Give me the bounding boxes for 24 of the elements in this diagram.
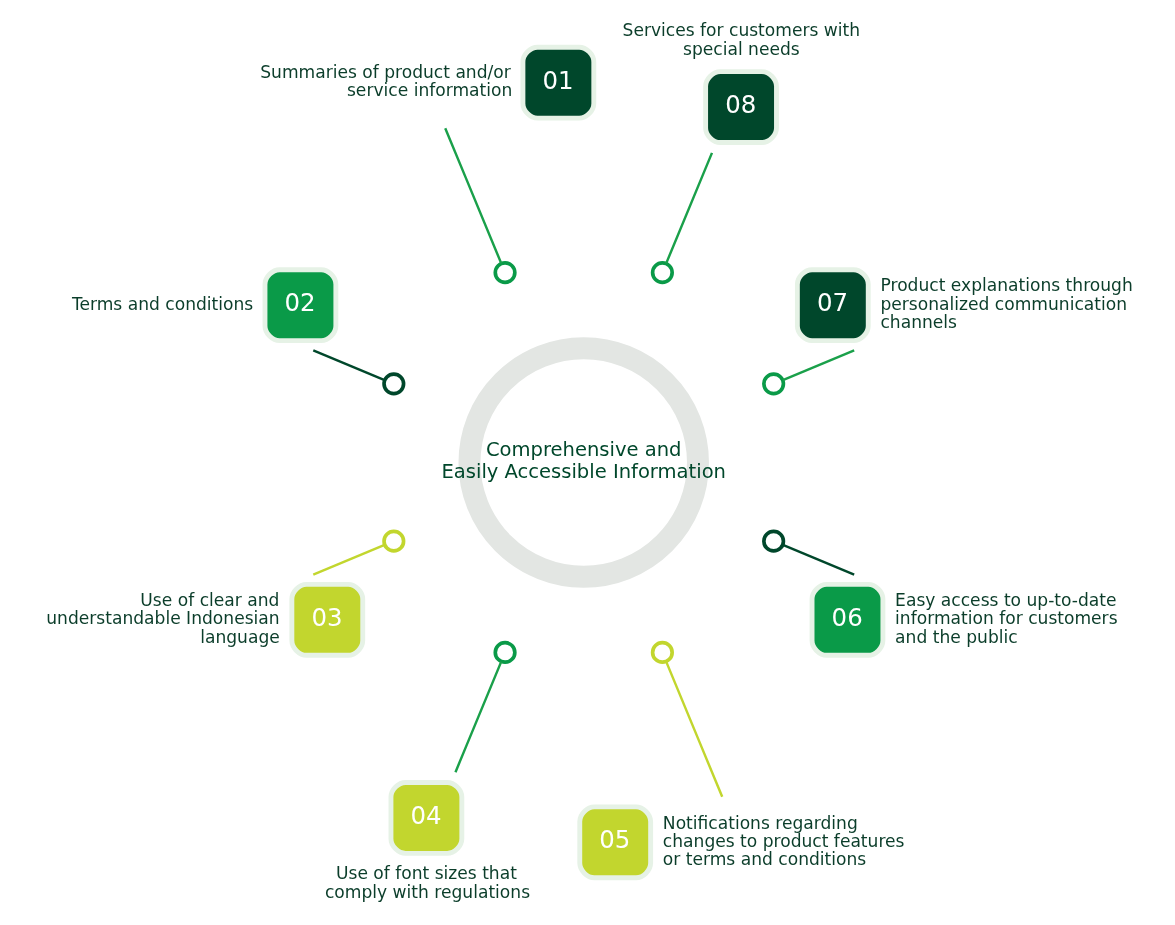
node-circle	[492, 640, 517, 665]
node-label: Services for customers with special needs	[622, 20, 860, 59]
connector	[312, 349, 385, 382]
connector	[664, 661, 723, 798]
node-circle	[381, 529, 405, 553]
connector	[312, 543, 385, 576]
node-label: Summaries of product and/or service information	[259, 62, 512, 101]
node-label: Terms and conditions	[71, 293, 253, 314]
node-label: Use of clear and understandable Indonesian language	[45, 590, 280, 647]
connector	[664, 152, 713, 264]
node-circle	[650, 260, 674, 285]
node-circle	[761, 529, 785, 553]
node-label: Product explanations through personalized communication channels	[879, 275, 1133, 333]
connector	[781, 349, 855, 382]
node-label: Easy access to up-to-date information for customers and the public	[894, 590, 1118, 647]
node-label: Use of font sizes that comply with regulations	[324, 863, 530, 902]
connector	[453, 661, 502, 773]
node-circle	[761, 372, 785, 396]
node-circle	[650, 640, 674, 665]
connector	[781, 543, 855, 576]
node-circle	[492, 260, 517, 285]
node-label: Notifications regarding changes to product features or terms and conditions	[662, 812, 905, 870]
node-circle	[381, 372, 405, 396]
connector	[443, 127, 502, 264]
